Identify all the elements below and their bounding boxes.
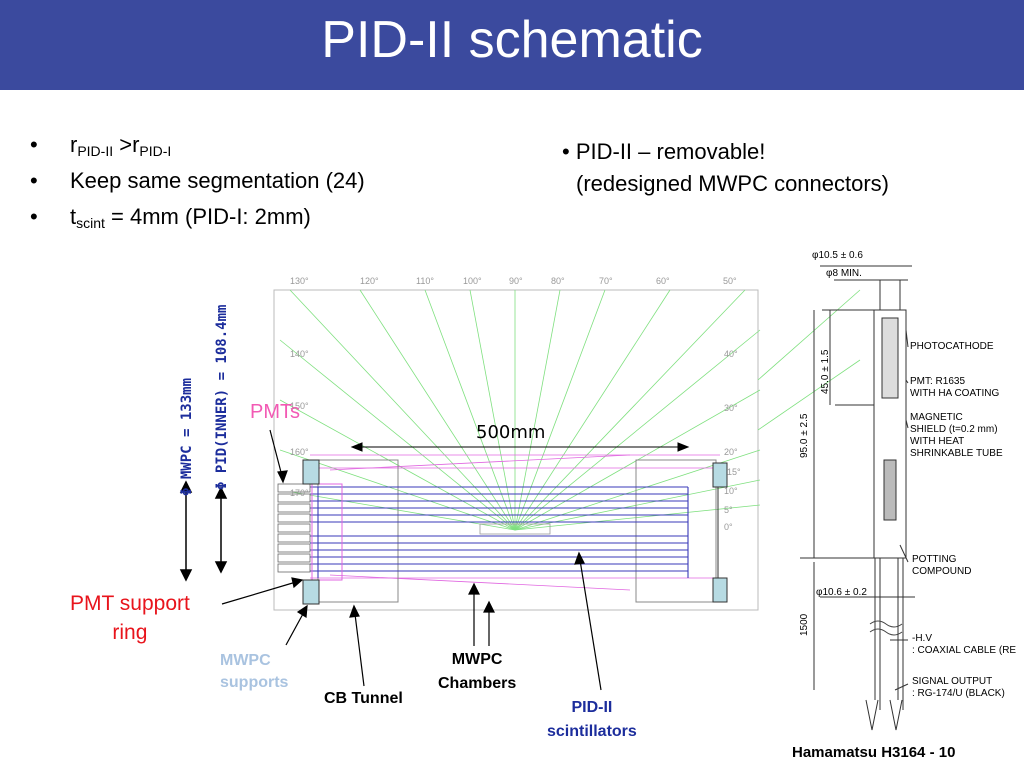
bullet-marker: • xyxy=(30,204,38,229)
dim-top-1: φ10.5 ± 0.6 xyxy=(812,250,863,261)
angle-label-10: 10° xyxy=(724,486,738,496)
part-signal-output: SIGNAL OUTPUT : RG-174/U (BLACK) xyxy=(912,676,1005,699)
drawing-frame xyxy=(273,289,759,611)
pmt-drawing-lines xyxy=(800,265,915,731)
angle-label-30: 30° xyxy=(724,403,738,413)
mwpc-support-top xyxy=(712,462,728,488)
bullet-text: rPID-II >rPID-I xyxy=(70,132,172,159)
footer-caption: Hamamatsu H3164 - 10 xyxy=(792,744,956,761)
bullet-text: Keep same segmentation (24) xyxy=(70,168,365,193)
angle-label-60: 60° xyxy=(656,276,670,286)
slide-title: PID-II schematic xyxy=(321,11,703,69)
pmt-coupling xyxy=(311,483,343,581)
pmt-stack xyxy=(277,483,311,573)
pmt-support-ring-label: PMT support ring xyxy=(70,592,190,644)
pmts-label: PMTs xyxy=(250,401,300,423)
phi-pid-label: Φ PID(INNER) = 108.4mm xyxy=(214,304,230,490)
magenta-lines xyxy=(310,454,720,591)
dim-len-3: 1500 xyxy=(799,613,810,636)
angle-label-170: 170° xyxy=(290,488,309,498)
mwpc-support-bottom xyxy=(712,577,728,603)
removable-note: • PID-II – removable! (redesigned MWPC c… xyxy=(562,136,889,200)
part-pmt-model: PMT: R1635 WITH HA COATING xyxy=(910,376,1000,399)
angle-label-100: 100° xyxy=(463,276,482,286)
angle-label-90: 90° xyxy=(509,276,523,286)
angle-label-15: 15° xyxy=(727,467,741,477)
angle-label-140: 140° xyxy=(290,349,309,359)
angle-label-150: 150° xyxy=(290,401,309,411)
part-photocathode: PHOTOCATHODE xyxy=(910,341,994,352)
angle-label-160: 160° xyxy=(290,447,309,457)
bullet-marker: • xyxy=(30,132,38,157)
angle-label-110: 110° xyxy=(416,276,434,286)
angle-rays xyxy=(279,289,861,531)
dim-bottom: φ10.6 ± 0.2 xyxy=(816,587,867,598)
phi-mwpc-arrow xyxy=(179,480,193,582)
angle-label-5: 5° xyxy=(724,505,733,515)
part-hv-cable: -H.V : COAXIAL CABLE (RE xyxy=(912,633,1017,656)
phi-pid-arrow xyxy=(214,486,228,574)
bullet-marker: • xyxy=(30,168,38,193)
note-line-1: • PID-II – removable! xyxy=(562,139,766,164)
angle-label-130: 130° xyxy=(290,276,309,286)
part-potting-compound: POTTING COMPOUND xyxy=(912,554,972,577)
angle-label-0: 0° xyxy=(724,522,733,532)
phi-mwpc-label: Φ MWPC = 133mm xyxy=(179,377,195,496)
dim-len-1: 45.0 ± 1.5 xyxy=(820,349,831,394)
mwpc-chambers-label: MWPC Chambers xyxy=(438,651,517,692)
mwpc-supports-label: MWPC supports xyxy=(220,652,289,691)
pmt-support-ring-top xyxy=(302,459,320,485)
cb-tunnel-left xyxy=(317,459,399,603)
length-label: 500mm xyxy=(476,422,546,443)
angle-label-20: 20° xyxy=(724,447,738,457)
length-dimension-arrow xyxy=(350,442,690,452)
title-bar: PID-II schematic xyxy=(0,0,1024,90)
dim-len-2: 95.0 ± 2.5 xyxy=(799,413,810,458)
note-line-2: (redesigned MWPC connectors) xyxy=(576,171,890,196)
pmt-support-ring-bottom xyxy=(302,579,320,605)
cb-tunnel-label: CB Tunnel xyxy=(324,690,403,707)
angle-label-40: 40° xyxy=(724,349,738,359)
cb-tunnel-right xyxy=(635,459,717,603)
angle-label-70: 70° xyxy=(599,276,613,286)
dim-top-2: φ8 MIN. xyxy=(826,268,862,279)
angle-label-50: 50° xyxy=(723,276,737,286)
angle-label-120: 120° xyxy=(360,276,379,286)
mwpc-chamber-lines xyxy=(310,486,689,578)
bullet-text: tscint = 4mm (PID-I: 2mm) xyxy=(70,204,311,231)
target-cell xyxy=(479,523,551,535)
part-magnetic-shield: MAGNETIC SHIELD (t=0.2 mm) WITH HEAT SHR… xyxy=(910,412,1003,459)
callout-arrows xyxy=(221,429,602,691)
pid-scintillators-label: PID-II scintillators xyxy=(547,699,637,740)
angle-label-80: 80° xyxy=(551,276,565,286)
